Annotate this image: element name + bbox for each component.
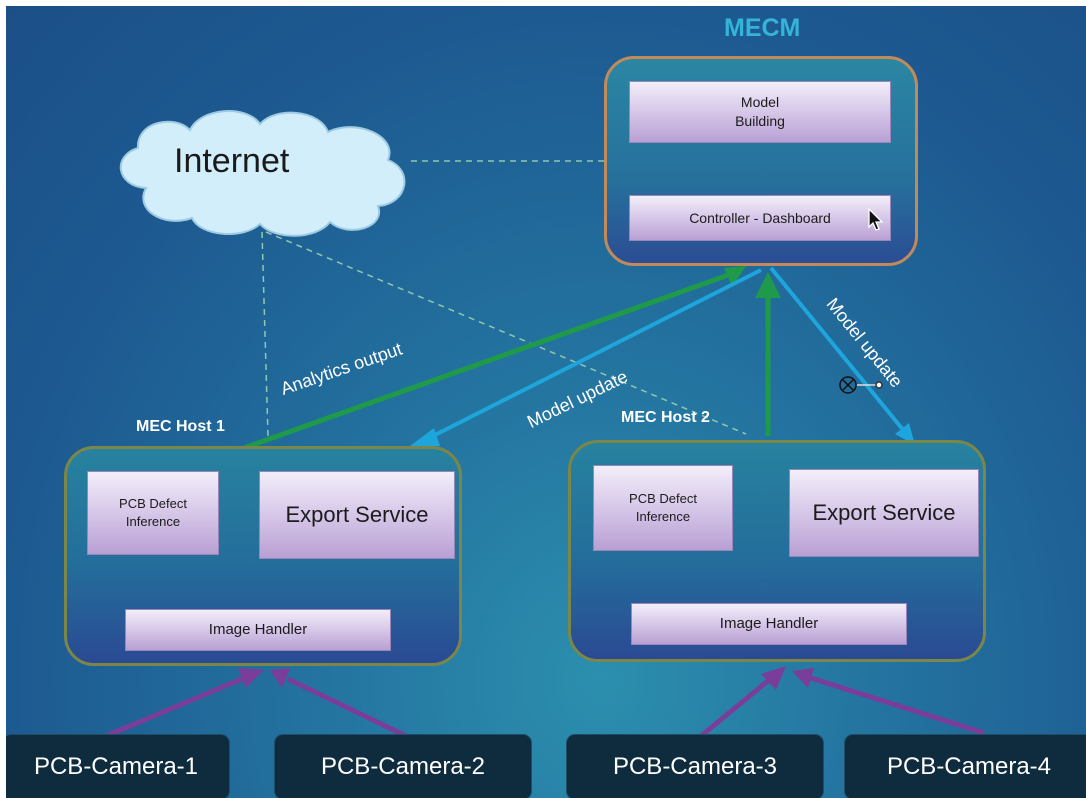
diagram-canvas: Internet MECM Model Building Controller … bbox=[6, 6, 1086, 798]
internet-host1-link bbox=[261, 231, 269, 437]
model-update-arrow-host1 bbox=[410, 268, 762, 446]
model-building-label: Model Building bbox=[735, 94, 785, 129]
internet-label: Internet bbox=[174, 142, 290, 180]
model-building-box: Model Building bbox=[629, 81, 891, 143]
host2-image-handler-box: Image Handler bbox=[631, 603, 907, 645]
mec-host2-box: PCB Defect Inference Export Service Imag… bbox=[568, 440, 986, 662]
controller-dashboard-label: Controller - Dashboard bbox=[689, 209, 831, 226]
mec-host2-title: MEC Host 2 bbox=[621, 409, 710, 426]
host2-to-mecm-arrow bbox=[755, 272, 781, 436]
internet-host2-link bbox=[265, 231, 747, 435]
mec-host1-title: MEC Host 1 bbox=[136, 418, 225, 435]
host1-pcb-defect-inference-label: PCB Defect Inference bbox=[119, 496, 187, 529]
host2-export-service-label: Export Service bbox=[812, 500, 956, 526]
mouse-cursor-icon bbox=[868, 208, 884, 231]
host1-export-service-label: Export Service bbox=[285, 502, 429, 528]
model-update-arrow-host2 bbox=[769, 266, 915, 445]
host2-export-service-box: Export Service bbox=[789, 469, 979, 557]
host1-image-handler-box: Image Handler bbox=[125, 609, 391, 651]
pcb-camera-4: PCB-Camera-4 bbox=[844, 734, 1086, 798]
internet-cloud bbox=[119, 110, 406, 237]
camera-arrows bbox=[105, 666, 985, 739]
host2-image-handler-label: Image Handler bbox=[719, 614, 819, 632]
pcb-camera-2: PCB-Camera-2 bbox=[274, 734, 532, 798]
host2-pcb-defect-inference-box: PCB Defect Inference bbox=[593, 465, 733, 551]
host1-image-handler-label: Image Handler bbox=[208, 620, 308, 638]
controller-dashboard-box[interactable]: Controller - Dashboard bbox=[629, 195, 891, 241]
dashed-links bbox=[261, 160, 747, 437]
pcb-camera-1: PCB-Camera-1 bbox=[6, 734, 230, 798]
analytics-output-arrow bbox=[243, 266, 746, 451]
host2-pcb-defect-inference-label: PCB Defect Inference bbox=[629, 491, 697, 524]
host1-export-service-box: Export Service bbox=[259, 471, 455, 559]
pcb-camera-3: PCB-Camera-3 bbox=[566, 734, 824, 798]
selection-handle bbox=[839, 376, 883, 394]
mecm-box: Model Building Controller - Dashboard bbox=[604, 56, 918, 266]
host1-pcb-defect-inference-box: PCB Defect Inference bbox=[87, 471, 219, 555]
mec-host1-box: PCB Defect Inference Export Service Imag… bbox=[64, 446, 462, 666]
mecm-title: MECM bbox=[724, 14, 801, 42]
